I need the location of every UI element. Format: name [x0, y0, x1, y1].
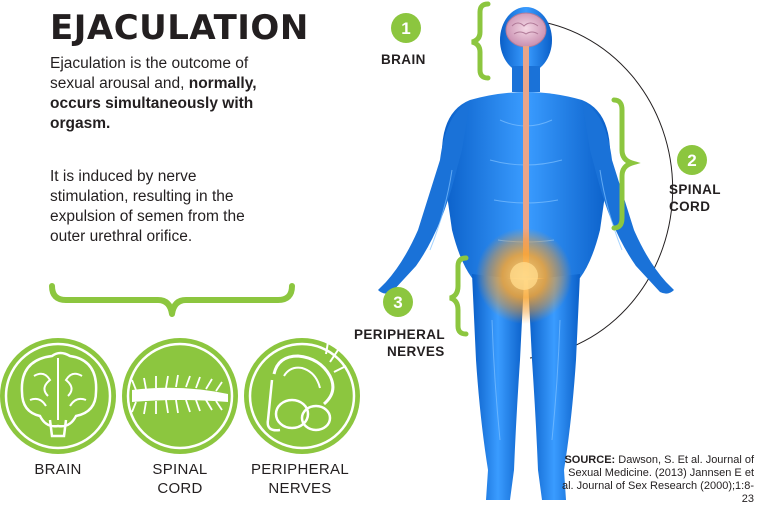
callout-label-peripheral-nerves: PERIPHERAL NERVES	[354, 327, 446, 359]
peripheral-nerves-icon	[244, 338, 360, 454]
intro-text: Ejaculation is the outcome of sexual aro…	[50, 55, 249, 92]
callout-label-spinal-cord: SPINAL CORD	[669, 182, 721, 214]
intro-paragraph: Ejaculation is the outcome of sexual aro…	[50, 54, 270, 134]
brace-peripheral-nerves	[449, 255, 469, 337]
page-title: EJACULATION	[50, 8, 309, 48]
callout-number-2: 2	[677, 145, 707, 175]
source-label: SOURCE:	[564, 454, 616, 466]
callout-3-number: 3	[393, 293, 402, 312]
callout-2-number: 2	[687, 151, 696, 170]
figure-brain	[505, 12, 547, 48]
callout-label-brain: BRAIN	[381, 52, 426, 67]
source-text: Dawson, S. Et al. Journal of Sexual Medi…	[562, 454, 754, 505]
icon-label-peripheral-nerves: PERIPHERAL NERVES	[250, 461, 350, 497]
spinal-cord-icon	[122, 338, 238, 454]
intro-bold-text: normally, occurs simultaneously with org…	[50, 75, 257, 132]
brain-icon	[0, 338, 116, 454]
figure-spinal-cord	[523, 46, 529, 276]
icon-label-spinal-cord: SPINAL CORD	[152, 461, 208, 497]
connection-arc	[529, 19, 674, 359]
human-body-figure	[378, 7, 674, 500]
callout-number-3: 3	[383, 287, 413, 317]
callout-1-number: 1	[401, 19, 410, 38]
icon-label-brain: BRAIN	[34, 461, 82, 478]
brace-spinal-cord	[611, 97, 641, 231]
mechanism-paragraph: It is induced by nerve stimulation, resu…	[50, 168, 245, 245]
paragraph-brace	[49, 283, 295, 317]
callout-number-1: 1	[391, 13, 421, 43]
brace-brain	[471, 1, 491, 81]
source-citation: SOURCE: Dawson, S. Et al. Journal of Sex…	[554, 454, 754, 506]
